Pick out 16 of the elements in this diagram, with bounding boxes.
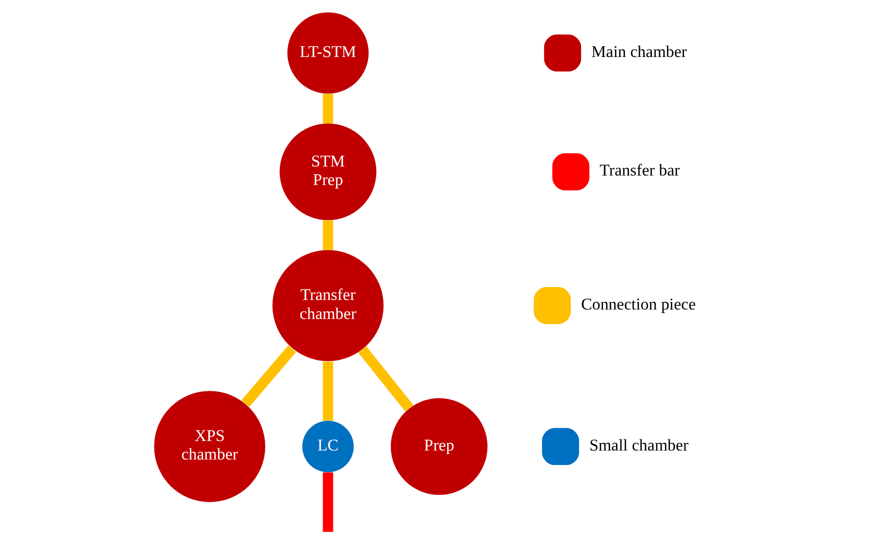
connector — [322, 94, 334, 124]
connector — [322, 472, 334, 532]
node-circle: LT-STM — [287, 12, 369, 94]
legend-label: Main chamber — [591, 42, 687, 61]
legend-label: Connection piece — [581, 294, 696, 314]
node-circle: Transfer chamber — [272, 250, 384, 362]
node-circle: Prep — [390, 398, 488, 495]
node-circle: XPS chamber — [154, 390, 266, 502]
legend-label: Small chamber — [589, 435, 689, 454]
legend-label: Transfer bar — [600, 160, 680, 180]
connector — [322, 362, 334, 421]
connector — [358, 346, 414, 412]
node-circle: STM Prep — [280, 123, 376, 220]
connector — [241, 345, 296, 407]
connector — [322, 220, 334, 250]
node-circle: LC — [302, 420, 354, 472]
